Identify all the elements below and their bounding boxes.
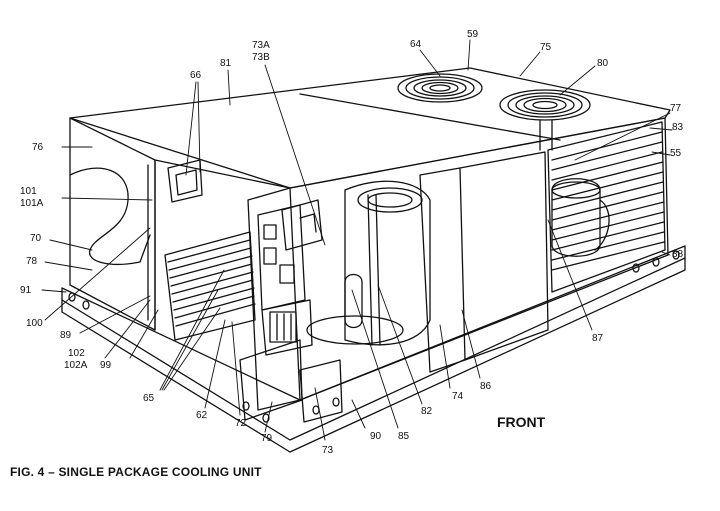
blower-inlet: [367, 192, 413, 208]
callout-99: 99: [100, 360, 112, 371]
center-partition: [247, 187, 301, 411]
callout-102: 102: [68, 348, 85, 359]
control-component-3: [279, 264, 295, 284]
blower-wheel: [357, 187, 423, 213]
callout-83: 83: [672, 122, 684, 133]
callout-59: 59: [467, 29, 479, 40]
callout-73: 73: [322, 445, 334, 456]
front-access-panel-2: [459, 151, 549, 361]
callout-73a: 73A: [252, 40, 270, 51]
condenser-coil: [547, 121, 666, 293]
callout-90: 90: [370, 431, 382, 442]
top-panel: [69, 67, 671, 189]
control-panel-lower: [261, 299, 313, 356]
bracket-73: [281, 199, 323, 251]
callout-79: 79: [261, 433, 273, 444]
figure-caption: FIG. 4 – SINGLE PACKAGE COOLING UNIT: [10, 465, 262, 479]
callout-102a: 102A: [64, 360, 88, 371]
callout-55: 55: [670, 148, 682, 159]
front-label: FRONT: [497, 414, 546, 430]
callout-72: 72: [235, 418, 247, 429]
inner-left-wall: [147, 159, 156, 331]
fan-motor-drop: [539, 119, 553, 151]
control-box: [257, 204, 306, 311]
callout-65: 65: [143, 393, 155, 404]
callout-81: 81: [220, 58, 232, 69]
leader-lines: [41, 39, 673, 441]
control-component-2: [263, 247, 277, 265]
terminal-block: [269, 311, 297, 343]
corner-panel-2: [299, 359, 343, 423]
callout-78: 78: [26, 256, 38, 267]
front-top-edge: [289, 117, 669, 401]
compressor-top: [551, 181, 601, 199]
left-cutaway: [69, 167, 151, 265]
base-rail-holes: [68, 250, 680, 423]
callout-101a: 101A: [20, 198, 44, 209]
callout-86: 86: [480, 381, 492, 392]
callout-101: 101: [20, 186, 37, 197]
callout-82: 82: [421, 406, 433, 417]
motor-mount: [306, 315, 404, 345]
blower-housing: [344, 180, 431, 346]
callout-85: 85: [398, 431, 410, 442]
control-component-1: [263, 224, 277, 240]
bracket-66: [167, 159, 203, 203]
blower-shaft-2: [375, 194, 381, 346]
callout-91: 91: [20, 285, 32, 296]
callout-100: 100: [26, 318, 43, 329]
callout-75: 75: [540, 42, 552, 53]
callout-64: 64: [410, 39, 422, 50]
condenser-fan-2: [499, 89, 591, 121]
refrigerant-line: [594, 199, 610, 251]
callout-62: 62: [196, 410, 208, 421]
callout-70: 70: [30, 233, 42, 244]
evaporator-coil: [164, 231, 256, 341]
base-rail-lower: [61, 257, 686, 453]
callout-77: 77: [670, 103, 682, 114]
motor: [344, 273, 363, 329]
callout-80: 80: [597, 58, 609, 69]
callout-88: 88: [672, 249, 684, 260]
callout-89: 89: [60, 330, 72, 341]
callout-76: 76: [32, 142, 44, 153]
callout-73b: 73B: [252, 52, 270, 63]
top-panel-seam: [299, 93, 561, 141]
condenser-fan-1: [397, 73, 483, 103]
blower-shaft: [367, 194, 373, 346]
callout-66: 66: [190, 70, 202, 81]
callout-74: 74: [452, 391, 464, 402]
callout-87: 87: [592, 333, 604, 344]
